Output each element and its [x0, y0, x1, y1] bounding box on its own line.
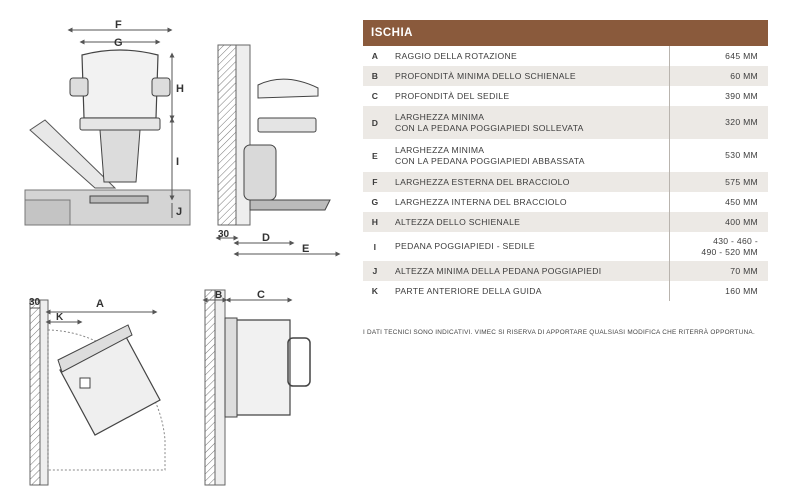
rotation-view-drawing: 30 A K	[29, 297, 166, 486]
spec-row-a: A RAGGIO DELLA ROTAZIONE 645 MM	[363, 46, 768, 66]
spec-key: C	[371, 91, 379, 101]
spec-desc: PARTE ANTERIORE DELLA GUIDA	[395, 285, 542, 296]
dim-label-b: B	[215, 290, 222, 301]
disclaimer-footnote: I DATI TECNICI SONO INDICATIVI. VIMEC SI…	[363, 329, 755, 336]
dim-label-d: D	[262, 232, 270, 244]
spec-row-e: E LARGHEZZA MINIMA CON LA PEDANA POGGIAP…	[363, 139, 768, 172]
technical-drawings: F G H I J 30 D E 30 A K	[24, 19, 341, 486]
spec-key: H	[371, 217, 379, 227]
chair-top	[229, 319, 291, 416]
dim-label-30-side: 30	[218, 229, 230, 240]
spec-key: G	[371, 197, 379, 207]
rail	[29, 119, 117, 189]
spec-key: A	[371, 51, 379, 61]
dim-label-g: G	[114, 37, 123, 49]
spec-table: ISCHIA A RAGGIO DELLA ROTAZIONE 645 MM B…	[363, 20, 768, 301]
spec-desc: LARGHEZZA ESTERNA DEL BRACCIOLO	[395, 176, 570, 187]
spec-key: J	[372, 266, 378, 276]
spec-value: 645 MM	[725, 50, 758, 61]
spec-value: 160 MM	[725, 285, 758, 296]
spec-key: B	[371, 71, 379, 81]
spec-key: F	[372, 177, 378, 187]
dim-label-30-top: 30	[29, 297, 41, 308]
backrest	[81, 49, 159, 119]
spec-value-line1: 430 - 460 -	[713, 235, 758, 246]
spec-row-k: K PARTE ANTERIORE DELLA GUIDA 160 MM	[363, 281, 768, 301]
spec-value: 320 MM	[725, 117, 758, 127]
spec-desc: ALTEZZA MINIMA DELLA PEDANA POGGIAPIEDI	[395, 265, 602, 276]
footrest	[89, 195, 149, 204]
footrest-top	[287, 337, 311, 387]
spec-value-line2: 490 - 520 MM	[701, 246, 758, 257]
dim-label-a: A	[96, 298, 104, 310]
chair-rotated	[59, 334, 161, 436]
spec-value: 60 MM	[730, 70, 758, 81]
spec-row-f: F LARGHEZZA ESTERNA DEL BRACCIOLO 575 MM	[363, 172, 768, 192]
spec-key: D	[371, 117, 379, 128]
column	[99, 129, 141, 183]
wall	[217, 44, 237, 226]
footrest-side	[249, 199, 331, 211]
spec-row-g: G LARGHEZZA INTERNA DEL BRACCIOLO 450 MM	[363, 192, 768, 212]
spec-desc-line2: CON LA PEDANA POGGIAPIEDI ABBASSATA	[395, 155, 585, 166]
seat	[79, 117, 161, 131]
spec-value: 450 MM	[725, 196, 758, 207]
right-armrest	[151, 77, 171, 97]
wall-top	[29, 299, 41, 486]
spec-desc: PROFONDITÀ DEL SEDILE	[395, 90, 510, 101]
spec-desc: RAGGIO DELLA ROTAZIONE	[395, 50, 518, 61]
spec-desc: PROFONDITÀ MINIMA DELLO SCHIENALE	[395, 70, 576, 81]
backrest-top	[224, 317, 238, 418]
spec-desc: ALTEZZA DELLO SCHIENALE	[395, 216, 521, 227]
front-view-drawing: F G H I J	[24, 19, 191, 226]
left-armrest	[69, 77, 89, 97]
spec-key: I	[373, 241, 377, 252]
dim-label-c: C	[257, 289, 265, 301]
armrest-side	[257, 78, 319, 99]
spec-row-h: H ALTEZZA DELLO SCHIENALE 400 MM	[363, 212, 768, 232]
dim-label-h: H	[176, 83, 184, 95]
spec-desc-line2: CON LA PEDANA POGGIAPIEDI SOLLEVATA	[395, 122, 584, 133]
dim-label-e: E	[302, 243, 309, 255]
spec-key: K	[371, 286, 379, 296]
dim-label-j: J	[176, 206, 182, 218]
top-view-drawing: B C	[202, 289, 311, 486]
spec-row-c: C PROFONDITÀ DEL SEDILE 390 MM	[363, 86, 768, 106]
spec-row-d: D LARGHEZZA MINIMA CON LA PEDANA POGGIAP…	[363, 106, 768, 139]
spec-value: 400 MM	[725, 216, 758, 227]
spec-value: 530 MM	[725, 150, 758, 160]
side-view-drawing: 30 D E	[215, 44, 341, 257]
dim-label-k: K	[56, 312, 64, 323]
spec-table-title: ISCHIA	[363, 20, 768, 46]
wall-top-right	[204, 289, 216, 486]
dim-label-i: I	[176, 156, 179, 168]
spec-desc: LARGHEZZA INTERNA DEL BRACCIOLO	[395, 196, 567, 207]
spec-row-j: J ALTEZZA MINIMA DELLA PEDANA POGGIAPIED…	[363, 261, 768, 281]
spec-desc-line1: LARGHEZZA MINIMA	[395, 144, 485, 155]
spec-value: 575 MM	[725, 176, 758, 187]
spec-row-b: B PROFONDITÀ MINIMA DELLO SCHIENALE 60 M…	[363, 66, 768, 86]
spec-value: 70 MM	[730, 265, 758, 276]
dim-label-f: F	[115, 19, 122, 31]
column-side	[243, 144, 277, 201]
seat-side	[257, 117, 317, 133]
spec-key: E	[371, 150, 379, 161]
spec-desc: PEDANA POGGIAPIEDI - SEDILE	[395, 241, 535, 251]
spec-value: 390 MM	[725, 90, 758, 101]
spec-desc-line1: LARGHEZZA MINIMA	[395, 111, 485, 122]
spec-row-i: I PEDANA POGGIAPIEDI - SEDILE 430 - 460 …	[363, 232, 768, 261]
